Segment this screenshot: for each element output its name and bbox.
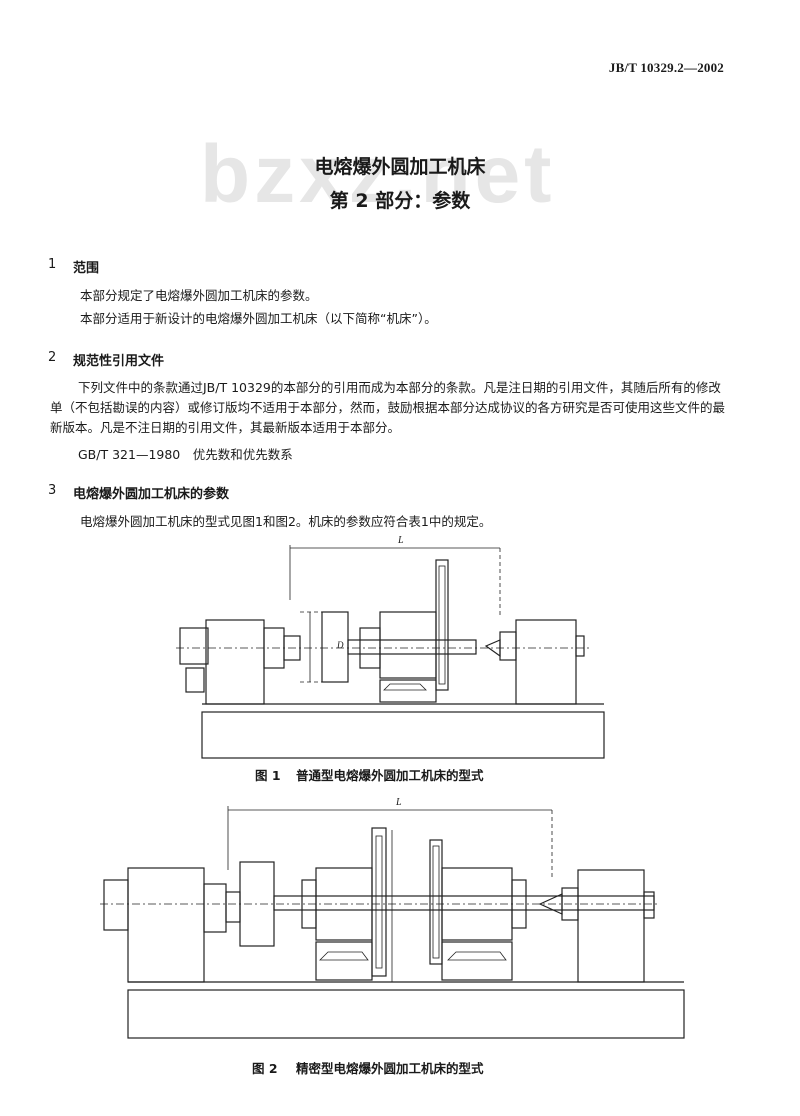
fig2-chuck: [203, 883, 227, 933]
section-3-paragraph-1: 电熔爆外圆加工机床的型式见图1和图2。机床的参数应符合表1中的规定。: [80, 514, 492, 529]
fig2-motor: [103, 879, 129, 931]
figure-1-caption: 普通型电熔爆外圆加工机床的型式: [296, 768, 484, 783]
document-number: JB/T 10329.2—2002: [608, 60, 724, 75]
section-3-heading: 电熔爆外圆加工机床的参数: [73, 487, 230, 502]
section-1-number: 1: [48, 257, 57, 272]
fig2-tail-center: [538, 893, 563, 915]
fig2-workpiece: [239, 861, 275, 947]
fig1-motor: [179, 627, 209, 665]
fig1-tail-center: [484, 639, 501, 658]
fig2-electrode-wheel-1: [371, 827, 387, 977]
fig1-chuck: [263, 627, 285, 669]
figure-1-dim-L: L: [398, 535, 404, 546]
page-title: 电熔爆外圆加工机床: [314, 156, 486, 178]
fig1-headstock: [205, 619, 265, 705]
fig1-electrode-wheel: [435, 559, 449, 691]
fig2-headstock: [127, 867, 205, 983]
fig2-grinding-head-2: [441, 867, 513, 941]
section-2-paragraph-1: 下列文件中的条款通过JB/T 10329的本部分的引用而成为本部分的条款。凡是注…: [50, 380, 726, 435]
figure-1-label: 图 1: [255, 768, 281, 783]
figure-2-caption: 精密型电熔爆外圆加工机床的型式: [296, 1061, 484, 1076]
fig2-tailstock: [577, 869, 645, 983]
fig2-grinding-head-1: [315, 867, 373, 941]
section-3-number: 3: [48, 483, 57, 498]
fig1-machine-base: [201, 711, 605, 759]
page-subtitle: 第 2 部分：参数: [329, 190, 471, 212]
fig2-machine-base: [127, 989, 685, 1039]
section-2-number: 2: [48, 350, 57, 365]
section-1-paragraph-1: 本部分规定了电熔爆外圆加工机床的参数。: [80, 288, 318, 303]
figure-1-dim-D: D: [337, 640, 344, 650]
section-1-paragraph-2: 本部分适用于新设计的电熔爆外圆加工机床（以下简称“机床”）。: [80, 311, 437, 326]
section-1-heading: 范围: [73, 261, 100, 276]
fig1-tailstock: [515, 619, 577, 705]
section-2-heading: 规范性引用文件: [73, 354, 165, 369]
fig1-workpiece: [321, 611, 349, 683]
figure-2-label: 图 2: [252, 1061, 278, 1076]
section-2-reference: GB/T 321—1980 优先数和优先数系: [78, 447, 293, 462]
watermark: bzxz.net: [200, 129, 556, 220]
fig1-grinding-head: [379, 611, 437, 679]
fig2-electrode-wheel-2: [429, 839, 443, 965]
figure-2-dim-L: L: [396, 797, 402, 808]
